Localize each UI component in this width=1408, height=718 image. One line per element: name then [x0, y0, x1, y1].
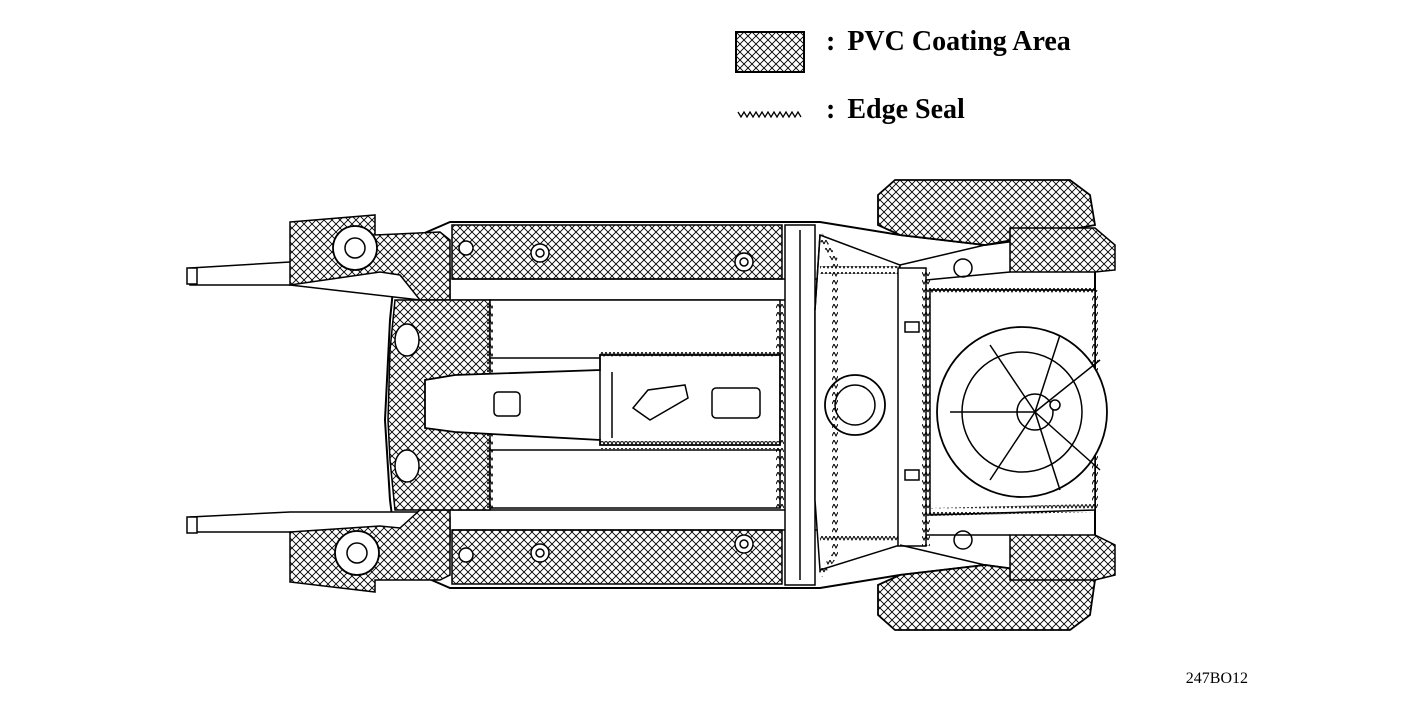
figure-id: 247BO12: [1185, 670, 1248, 687]
rear-corner-upper-pvc: [1009, 227, 1116, 273]
legend-pvc-separator: :: [826, 26, 836, 57]
legend-pvc-label: PVC Coating Area: [847, 26, 1071, 57]
underbody-body: [186, 179, 1116, 631]
floor-pan-right: [489, 449, 781, 509]
floor-pan-left: [489, 299, 781, 359]
left-sill-pvc: [451, 224, 783, 280]
rear-wheel-arch-lower-pvc: [877, 564, 1097, 631]
legend-edge-seal-row: : Edge Seal: [826, 94, 965, 126]
pvc-swatch-icon: [735, 31, 805, 73]
legend-pvc-row: : PVC Coating Area: [826, 26, 1071, 58]
right-sill-pvc: [451, 529, 783, 585]
edge-seal-swatch-icon: [737, 110, 802, 119]
legend-edge-seal-label: Edge Seal: [847, 94, 965, 125]
legend-edge-seal-separator: :: [826, 94, 836, 125]
rear-corner-lower-pvc: [1009, 534, 1116, 581]
